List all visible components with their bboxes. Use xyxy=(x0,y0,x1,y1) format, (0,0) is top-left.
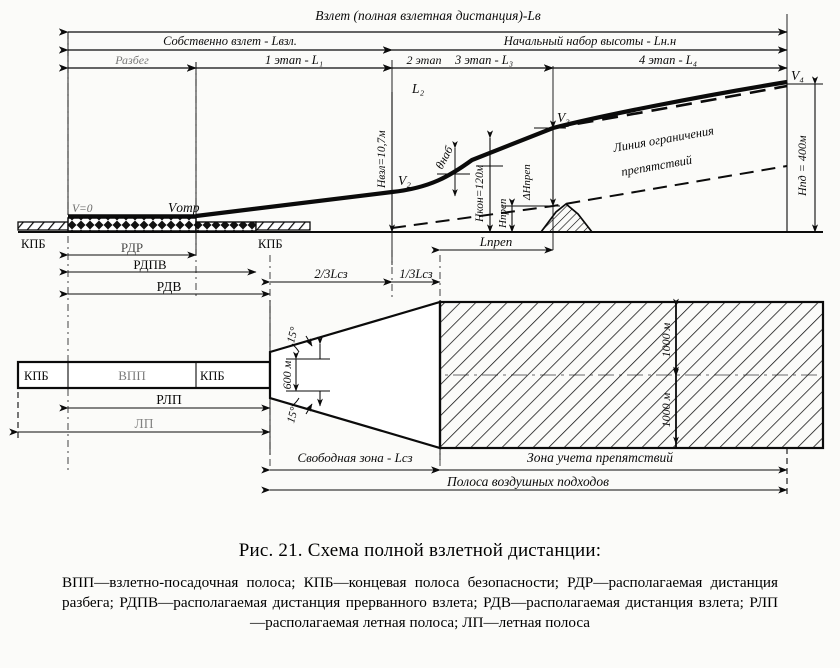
label-obstacle-line-1: Линия ограничения xyxy=(611,123,715,155)
label-h-prep: Hпреп xyxy=(497,198,509,229)
flight-path xyxy=(196,82,787,216)
label-clearway: Свободная зона - Lсз xyxy=(297,450,412,465)
label-h-pd: Hпд = 400м xyxy=(795,135,809,197)
label-h-vzl: Hвзл=10,7м xyxy=(376,130,388,189)
label-kpb-right-profile: КПБ xyxy=(258,237,283,251)
label-stage-4: 4 этап - L₄ xyxy=(639,53,697,67)
label-v-otr: Vотр xyxy=(168,200,200,215)
label-angle-lower: 15° xyxy=(285,406,301,425)
runway-profile xyxy=(68,218,196,231)
label-h-kon: Hкон=120м xyxy=(474,164,486,223)
label-kpb-right-plan: КПБ xyxy=(200,369,225,383)
kpb-right-profile xyxy=(256,222,310,230)
figure-caption-body: ВПП—взлетно-посадочная полоса; КПБ—конце… xyxy=(0,573,840,633)
label-obstacle-line-2: препятствий xyxy=(620,153,694,179)
label-takeoff-proper: Собственно взлет - Lвзл. xyxy=(163,34,297,48)
label-rdv: РДВ xyxy=(157,279,182,294)
flight-path-alt xyxy=(553,86,787,128)
label-width-600: 600 м xyxy=(280,360,294,389)
obstacle-zone-rect xyxy=(440,302,823,448)
label-width-1000-lower: 1000 м xyxy=(659,392,673,427)
label-stage-3: 3 этап - L₃ xyxy=(454,53,513,67)
figure-caption-title: Рис. 21. Схема полной взлетной дистанции… xyxy=(0,540,840,562)
label-l2: L₂ xyxy=(411,81,425,96)
label-rdpv: РДПВ xyxy=(133,257,167,272)
label-approach-strip: Полоса воздушных подходов xyxy=(446,474,609,489)
takeoff-distance-diagram: Взлет (полная взлетная дистанция)-L₟в Со… xyxy=(0,0,840,520)
label-vpp-plan: ВПП xyxy=(118,368,145,383)
label-v2: V₂ xyxy=(398,173,411,188)
label-v4: V₄ xyxy=(791,68,804,83)
label-v-zero: V=0 xyxy=(72,203,93,215)
label-lprep: Lпреп xyxy=(479,234,513,249)
label-two-thirds-lsz: 2/3Lсз xyxy=(314,267,347,281)
obstacle-shape xyxy=(541,204,592,232)
label-stage-2: 2 этап xyxy=(407,53,442,67)
label-rdr: РДР xyxy=(121,240,143,255)
label-rlp: РЛП xyxy=(156,392,182,407)
label-width-1000-upper: 1000 м xyxy=(659,322,673,357)
label-lp: ЛП xyxy=(135,416,154,431)
runway-profile-ext xyxy=(196,222,256,231)
label-full-takeoff: Взлет (полная взлетная дистанция)-L₟в xyxy=(315,8,541,23)
label-angle-upper: 15° xyxy=(285,326,301,345)
label-initial-climb: Начальный набор высоты - Lн.н xyxy=(503,34,676,48)
label-theta-nab: θнаб xyxy=(432,143,456,172)
label-obstacle-zone: Зона учета препятствий xyxy=(527,450,673,465)
label-v3: V₃ xyxy=(557,110,570,125)
label-stage-1: 1 этап - L₁ xyxy=(265,53,323,67)
profile-height-dims xyxy=(392,82,823,232)
label-kpb-left-plan: КПБ xyxy=(24,369,49,383)
kpb-left-profile xyxy=(18,222,70,230)
label-ground-run: Разбег xyxy=(114,53,149,67)
label-one-third-lsz: 1/3Lсз xyxy=(399,267,432,281)
label-kpb-left-profile: КПБ xyxy=(21,237,46,251)
label-dh-prep: ΔHпреп xyxy=(521,164,533,201)
